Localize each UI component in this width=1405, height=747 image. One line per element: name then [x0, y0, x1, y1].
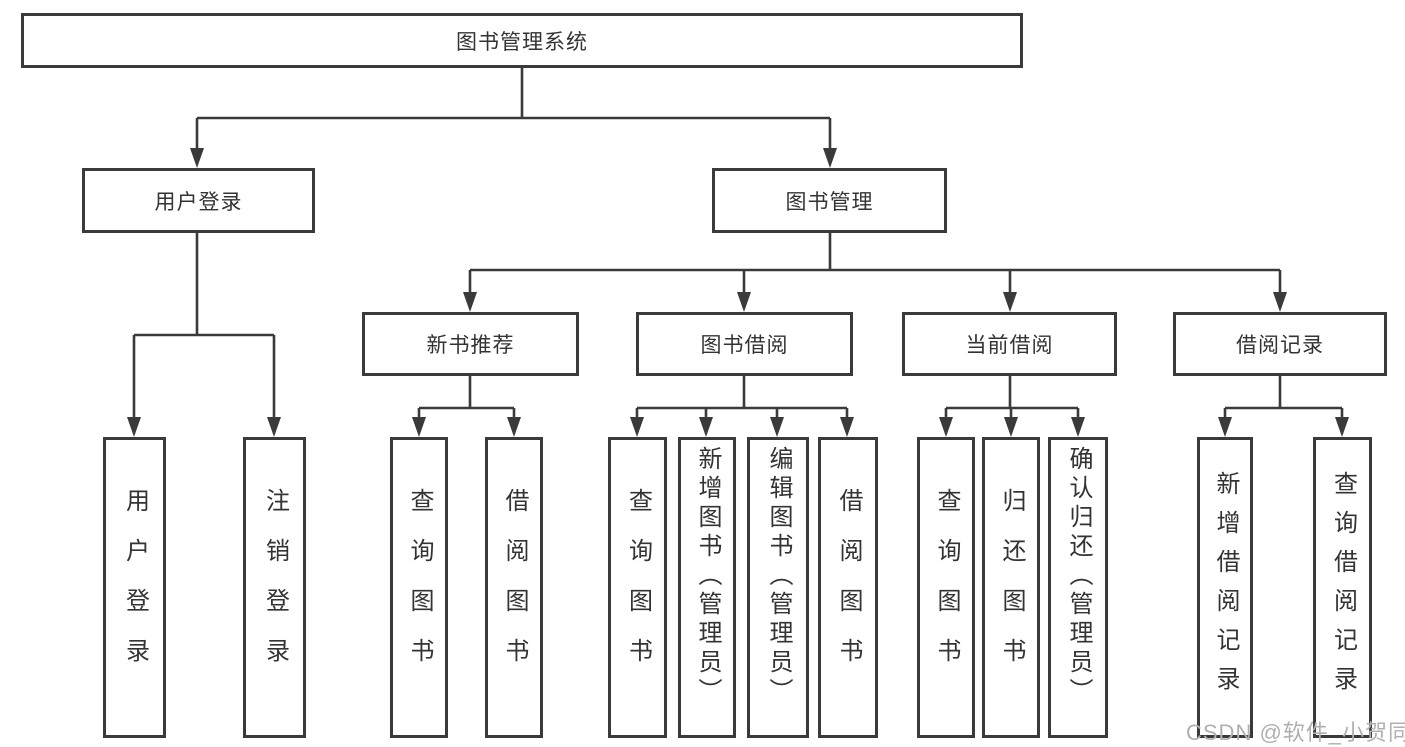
leaf-query-books-current: 查询图书: [917, 437, 975, 738]
leaf-borrow-books: 借阅图书: [818, 437, 878, 738]
leaf-logout: 注销登录: [243, 437, 306, 738]
node-label: 图书管理: [785, 190, 874, 214]
node-label: 图书管理系统: [456, 30, 588, 54]
node-book-borrowing: 图书借阅: [636, 312, 853, 376]
node-borrowing-records: 借阅记录: [1173, 312, 1387, 376]
node-label: 新书推荐: [426, 334, 515, 357]
node-user-login: 用户登录: [82, 168, 315, 233]
leaf-borrow-books-recommend: 借阅图书: [485, 437, 543, 738]
node-label: 当前借阅: [965, 334, 1054, 357]
node-label: 用户登录: [121, 487, 149, 688]
node-label: 新增图书（管理员）: [694, 446, 721, 707]
leaf-edit-book-admin: 编辑图书（管理员）: [747, 437, 809, 738]
leaf-user-login: 用户登录: [103, 437, 166, 738]
node-label: 归还图书: [998, 487, 1025, 688]
leaf-query-borrow-record: 查询借阅记录: [1313, 437, 1372, 738]
node-label: 借阅图书: [501, 487, 528, 688]
node-label: 图书借阅: [700, 334, 789, 357]
node-label: 查询图书: [624, 487, 652, 688]
node-book-management: 图书管理: [712, 168, 947, 233]
leaf-confirm-return-admin: 确认归还（管理员）: [1048, 437, 1108, 738]
node-label: 借阅图书: [835, 487, 862, 688]
node-label: 借阅记录: [1236, 334, 1324, 357]
node-new-book-recommendation: 新书推荐: [362, 312, 579, 376]
node-label: 编辑图书（管理员）: [765, 446, 792, 707]
node-label: 用户登录: [154, 190, 243, 214]
node-label: 确认归还（管理员）: [1065, 446, 1092, 707]
node-label: 注销登录: [261, 487, 289, 688]
leaf-return-books: 归还图书: [982, 437, 1040, 738]
node-label: 查询借阅记录: [1329, 470, 1357, 705]
node-label: 查询图书: [406, 487, 433, 688]
node-label: 新增借阅记录: [1212, 470, 1239, 705]
csdn-watermark: CSDN @软件_小贺同学: [1186, 720, 1405, 745]
node-label: 查询图书: [933, 487, 960, 688]
leaf-query-books-borrowing: 查询图书: [608, 437, 667, 738]
arrowheads: [127, 148, 1349, 437]
node-library-management-system: 图书管理系统: [21, 13, 1023, 68]
leaf-add-book-admin: 新增图书（管理员）: [678, 437, 736, 738]
leaf-query-books-recommend: 查询图书: [390, 437, 448, 738]
leaf-add-borrow-record: 新增借阅记录: [1197, 437, 1253, 738]
node-current-borrowing: 当前借阅: [902, 312, 1117, 376]
